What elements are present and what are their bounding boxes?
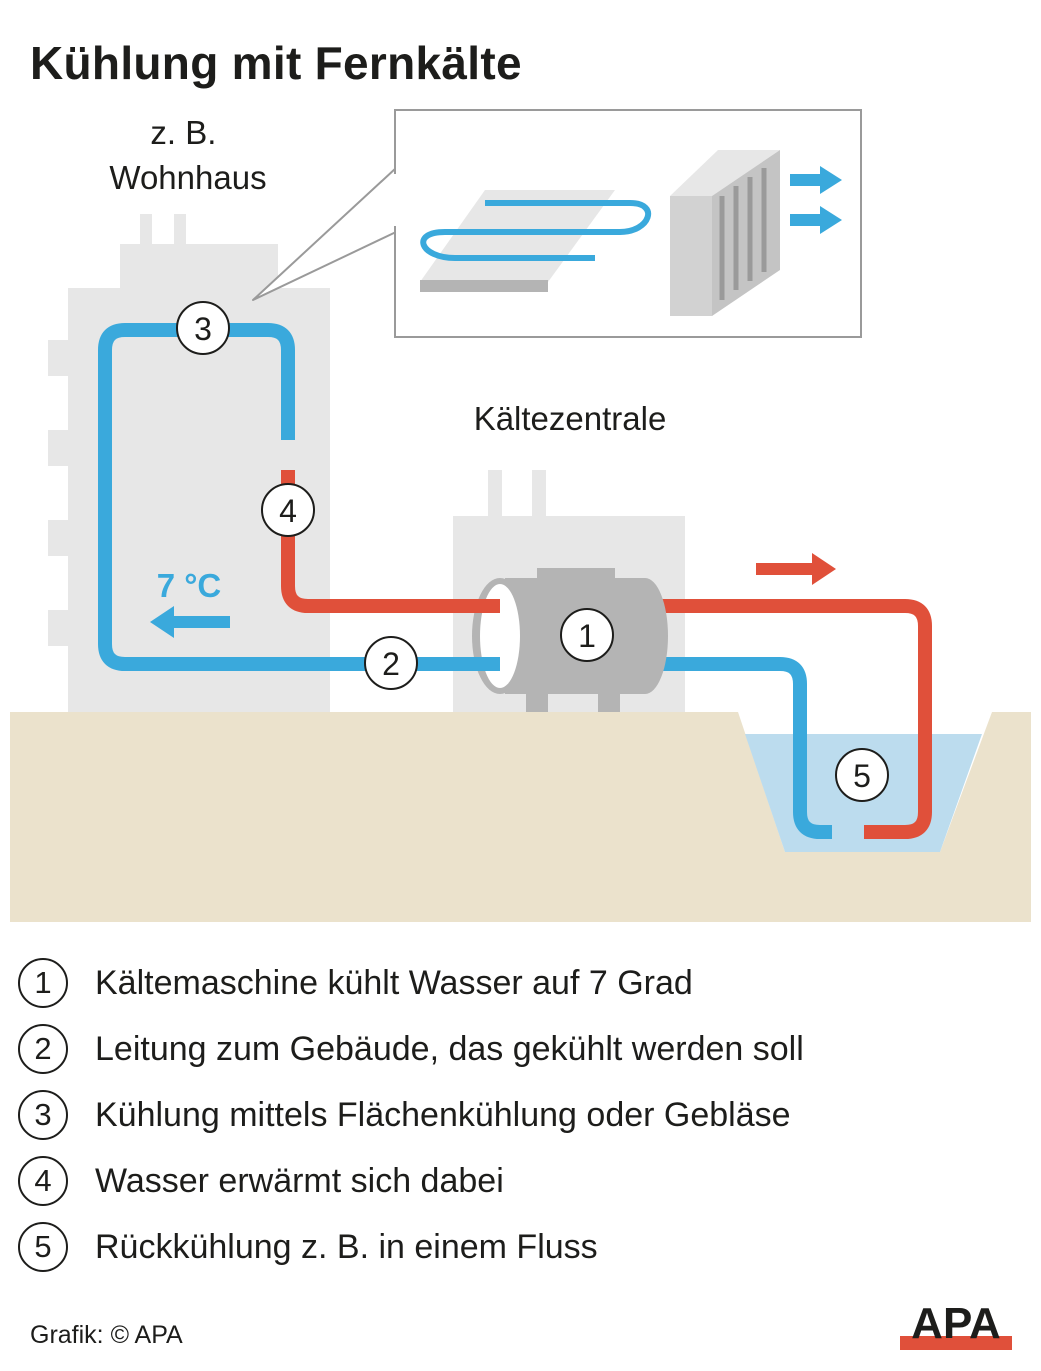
marker-3: 3 [176,301,230,355]
apa-logo: APA [900,1299,1012,1350]
legend-number: 1 [18,958,68,1008]
legend-item: 2 Leitung zum Gebäude, das gekühlt werde… [18,1016,1018,1082]
legend-number: 2 [18,1024,68,1074]
legend: 1 Kältemaschine kühlt Wasser auf 7 Grad … [18,950,1018,1280]
legend-text: Kühlung mittels Flächenkühlung oder Gebl… [95,1095,791,1134]
marker-1: 1 [560,608,614,662]
legend-text: Rückkühlung z. B. in einem Fluss [95,1227,598,1266]
river-pipe-loop [655,599,932,839]
marker-5: 5 [835,748,889,802]
district-cooling-diagram: z. B. Wohnhaus Kältezentrale 7 °C 1 2 3 … [10,109,1031,922]
surface-cooling-illustration [420,190,652,292]
svg-text:APA: APA [911,1299,1001,1348]
legend-text: Kältemaschine kühlt Wasser auf 7 Grad [95,963,693,1002]
warm-flow-arrow [756,553,836,585]
cold-flow-arrow [150,606,230,638]
building-label: z. B. Wohnhaus [109,114,266,196]
legend-number: 4 [18,1156,68,1206]
svg-text:1: 1 [578,618,596,654]
svg-text:2: 2 [382,646,400,682]
svg-text:5: 5 [853,758,871,794]
credit-text: Grafik: © APA [30,1321,183,1349]
svg-text:3: 3 [194,311,212,347]
legend-item: 3 Kühlung mittels Flächenkühlung oder Ge… [18,1082,1018,1148]
temperature-label: 7 °C [157,567,222,604]
marker-4: 4 [261,483,315,537]
plant-label: Kältezentrale [474,400,667,437]
building-pipe-loop [98,323,500,671]
legend-number: 3 [18,1090,68,1140]
svg-text:4: 4 [279,493,297,529]
legend-number: 5 [18,1222,68,1272]
air-flow-arrows [790,166,842,234]
callout-pointer [252,167,397,301]
legend-item: 1 Kältemaschine kühlt Wasser auf 7 Grad [18,950,1018,1016]
legend-item: 4 Wasser erwärmt sich dabei [18,1148,1018,1214]
fan-unit-illustration [670,150,780,316]
marker-2: 2 [364,636,418,690]
page-title: Kühlung mit Fernkälte [30,37,522,89]
legend-text: Wasser erwärmt sich dabei [95,1161,504,1200]
ground [10,712,1031,922]
legend-item: 5 Rückkühlung z. B. in einem Fluss [18,1214,1018,1280]
legend-text: Leitung zum Gebäude, das gekühlt werden … [95,1029,804,1068]
